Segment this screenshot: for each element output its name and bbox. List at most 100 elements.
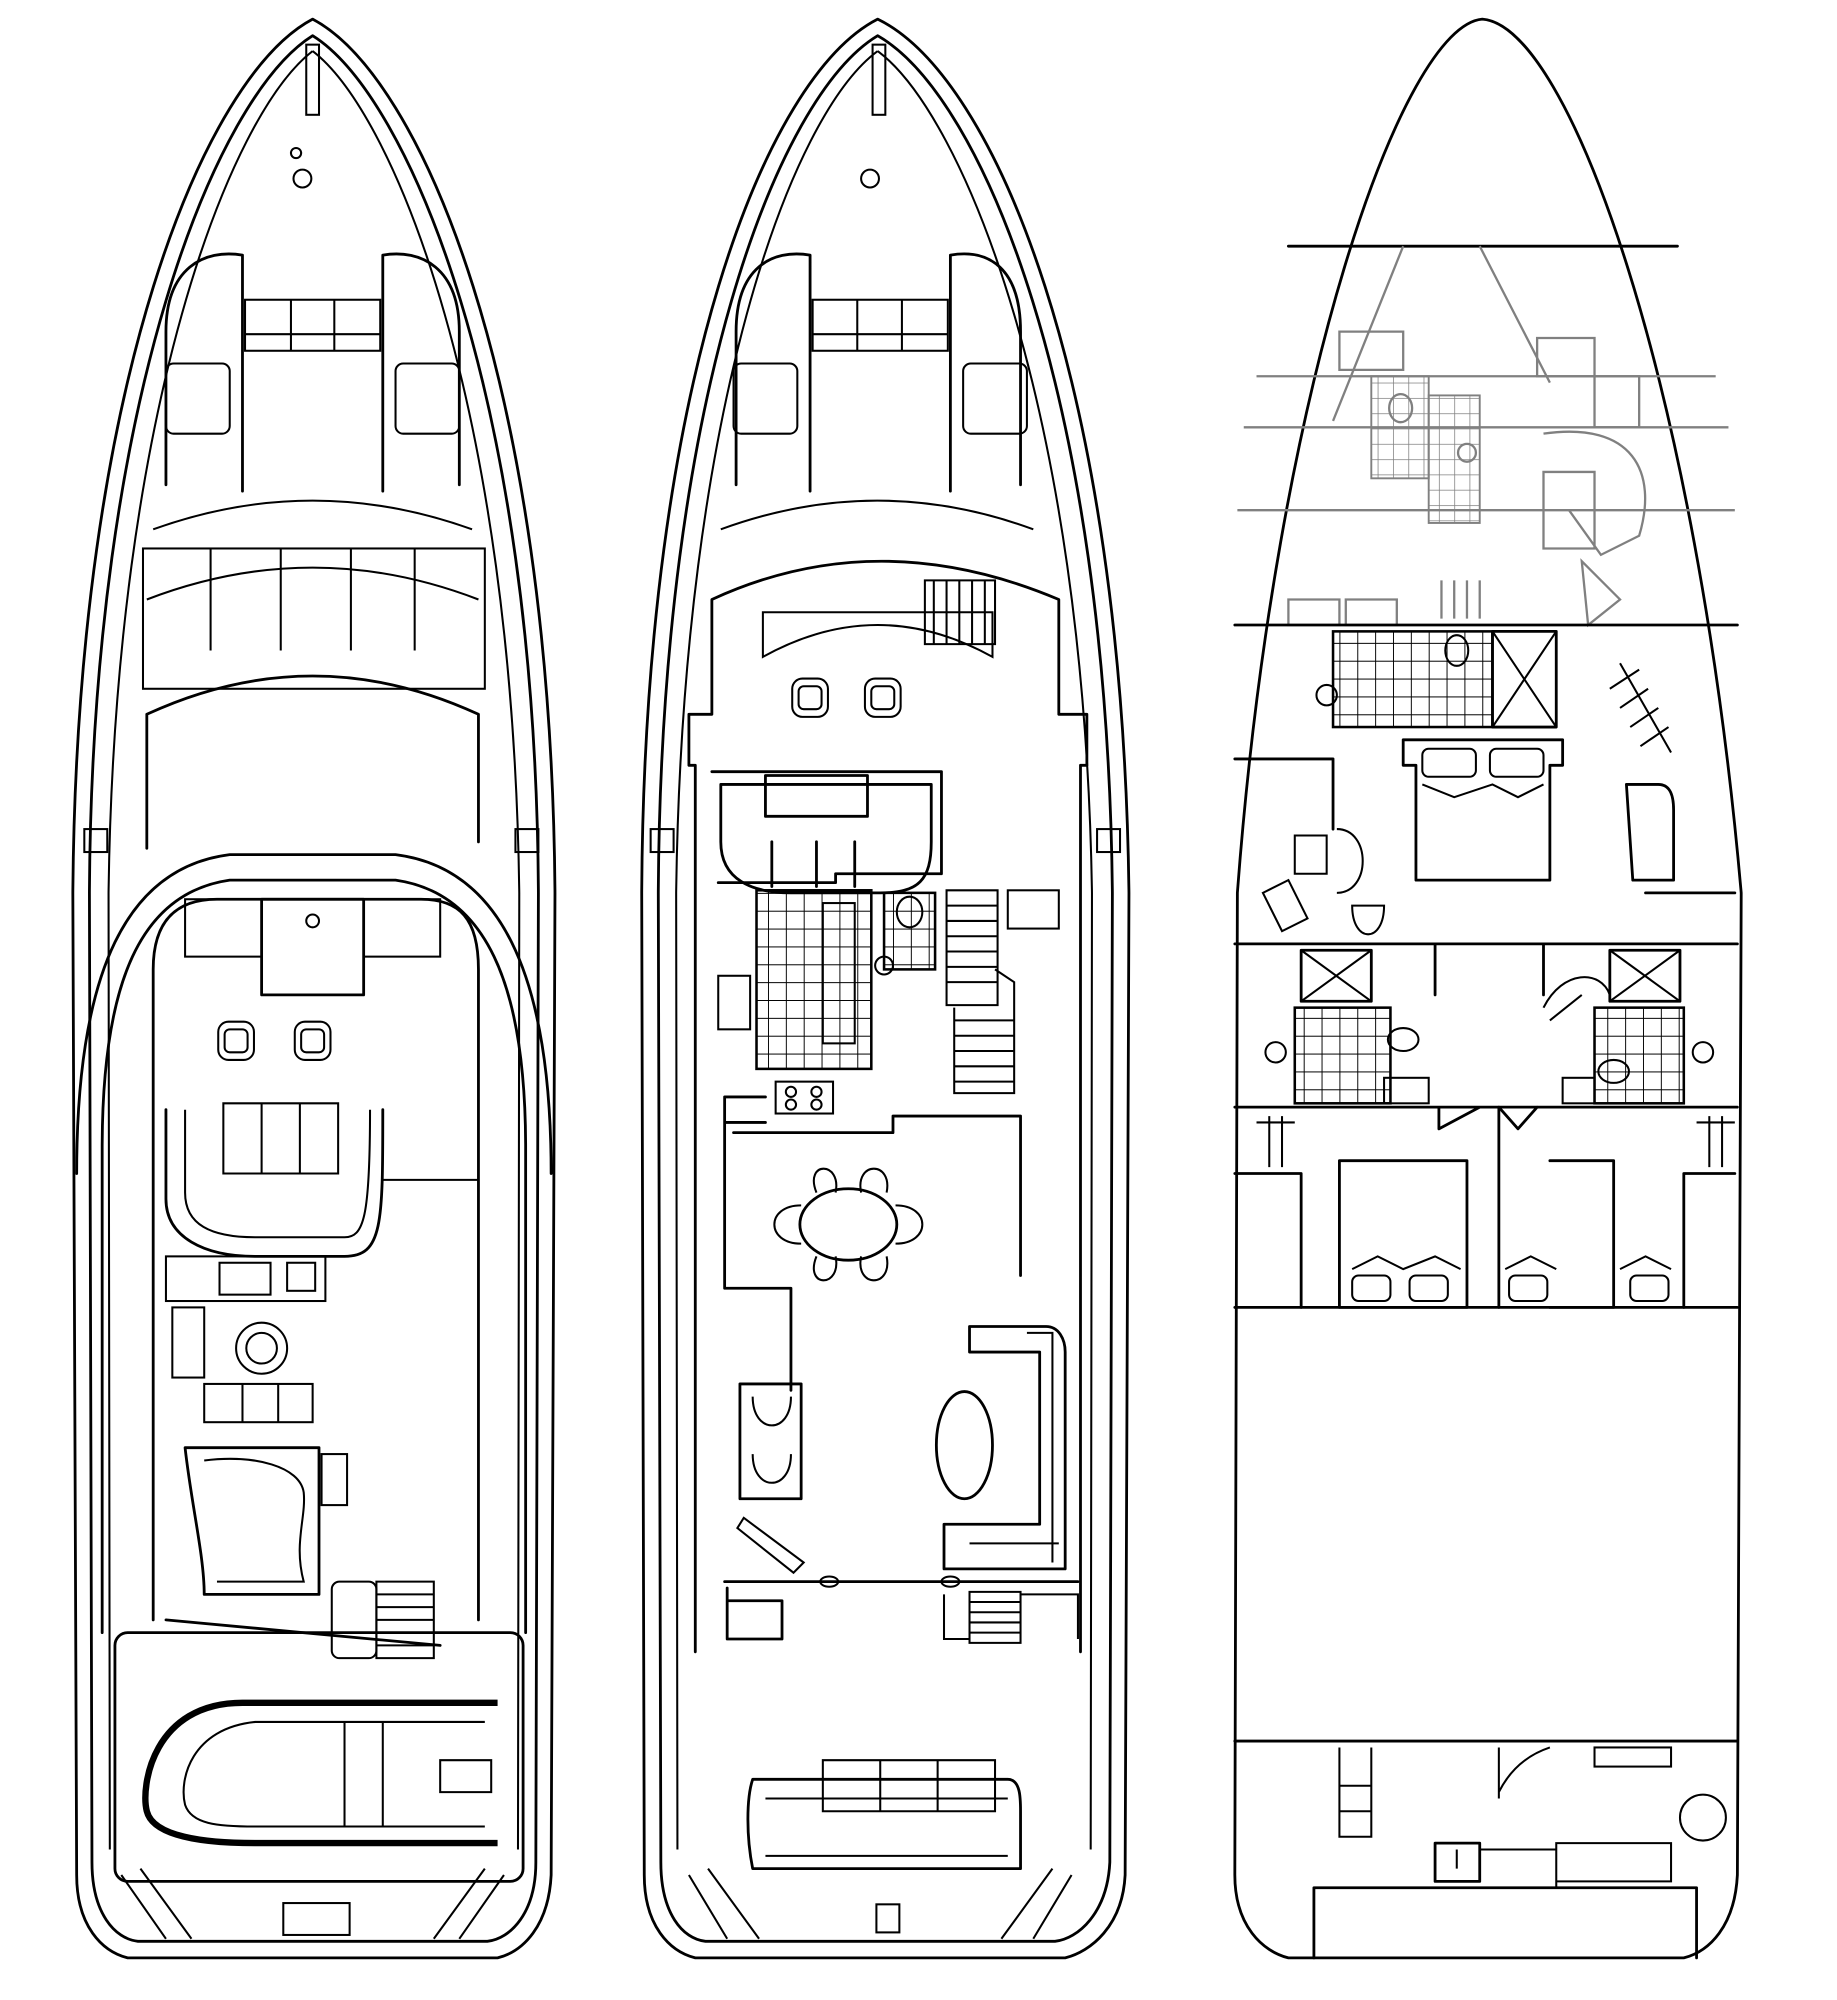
bar-sink <box>286 1261 317 1292</box>
sunpad-cushions <box>812 299 948 351</box>
pillow <box>1351 1274 1392 1303</box>
helm-wheel <box>305 913 321 929</box>
refrigerator <box>717 974 752 1031</box>
cockpit-settee <box>746 1777 1022 1871</box>
deck-edge <box>675 50 1093 1850</box>
aft-stairs <box>968 1590 1022 1644</box>
deck-fitting <box>292 168 313 189</box>
hatch <box>1678 1793 1727 1842</box>
sofa-cushions <box>969 1331 1059 1563</box>
arch-panels <box>209 548 416 651</box>
side-table <box>320 1453 349 1507</box>
bench <box>203 1382 314 1424</box>
hanging-lockers <box>1256 1116 1735 1168</box>
shelf <box>1593 1746 1673 1768</box>
guest-head-floor <box>1593 1006 1686 1105</box>
swim-platform-stairs <box>688 1868 1073 1940</box>
anchor-post <box>871 43 887 116</box>
foredeck-locker <box>164 362 231 435</box>
deck-fitting <box>860 168 880 189</box>
bedspread <box>1421 783 1544 799</box>
tender-inner <box>182 1720 485 1828</box>
toilet <box>1386 1027 1420 1053</box>
foredeck-locker <box>732 362 799 435</box>
radar-arch <box>141 547 486 690</box>
deck-edge <box>107 50 521 1850</box>
vanity-stool <box>1293 828 1364 894</box>
l-shaped-sofa <box>942 1325 1067 1571</box>
sink <box>1315 683 1338 707</box>
superstructure <box>687 559 1089 1654</box>
shower <box>1608 948 1682 1003</box>
door <box>940 1575 961 1588</box>
galley-island <box>821 902 856 1045</box>
shower-drain <box>1609 949 1681 1003</box>
armchair <box>1625 783 1676 882</box>
deck-fitting <box>289 146 303 160</box>
armchair-cushions <box>751 1396 792 1484</box>
aft-sunpad <box>183 1446 321 1596</box>
chairs <box>1261 878 1386 936</box>
sink <box>1264 1041 1287 1064</box>
master-bed <box>1401 738 1565 882</box>
shower-drain <box>1300 949 1372 1003</box>
flybridge-deck-plan <box>71 17 557 1960</box>
shower-drain <box>1491 630 1558 728</box>
pillow <box>1488 747 1545 778</box>
foredeck-sunpad <box>811 298 949 352</box>
bulkhead-window <box>514 828 540 854</box>
flybridge-enclosure <box>75 853 553 1635</box>
aft-seat <box>330 1580 378 1660</box>
cabin-walls <box>1233 757 1737 895</box>
cabin-walls <box>1233 1105 1737 1309</box>
shower <box>1491 629 1558 729</box>
bar-cooktop <box>218 1261 272 1296</box>
bulkhead-window <box>1096 828 1122 854</box>
bedspreads <box>1351 1255 1672 1271</box>
swim-platform-stairs <box>120 1868 505 1940</box>
foredeck-sunpad-frame <box>734 252 1022 493</box>
crew-sink <box>1433 1841 1482 1883</box>
tender-console <box>343 1721 493 1827</box>
pilothouse-settee <box>719 774 933 895</box>
bulkhead <box>1233 942 1739 997</box>
foredeck-sunpad <box>244 298 382 352</box>
pillow <box>1508 1274 1549 1303</box>
round-table <box>235 1321 289 1375</box>
toilet <box>1597 1058 1630 1084</box>
master-head-floor <box>1331 630 1494 729</box>
dining-floor-outline <box>732 1114 1022 1277</box>
door-swing <box>1497 1746 1551 1799</box>
foredeck-sunpad-frame <box>164 252 461 493</box>
hull-outline <box>1233 17 1743 1960</box>
pillow <box>1421 747 1477 778</box>
dining-table <box>798 1187 899 1262</box>
stern-hatch <box>875 1903 901 1934</box>
cockpit-cushions <box>765 1759 1008 1857</box>
stern-hatch <box>282 1902 351 1936</box>
helm-seat <box>791 677 829 718</box>
spiral-stairs <box>1542 976 1611 1022</box>
main-deck-plan <box>640 17 1131 1960</box>
stairs-landing <box>1006 889 1060 930</box>
helm-seat <box>217 1020 255 1061</box>
sideboard <box>736 1516 806 1575</box>
sink <box>1691 1041 1715 1064</box>
flybridge-inner <box>151 897 480 1622</box>
armchairs <box>738 1382 803 1501</box>
helm-seat <box>863 677 902 718</box>
salon-wall <box>723 1095 793 1392</box>
pilothouse-wall <box>710 770 943 885</box>
stairs <box>1609 662 1672 754</box>
galley-floor <box>755 889 873 1071</box>
sunpad-cushions <box>245 299 381 351</box>
sunpad-cushion <box>204 1457 306 1583</box>
crew-counter <box>1479 1842 1673 1889</box>
shower <box>1299 948 1373 1003</box>
foredeck-locker <box>962 362 1028 435</box>
bulkhead <box>1233 1105 1739 1131</box>
stairs-down <box>945 889 999 1007</box>
stool-row <box>171 1306 206 1379</box>
round-table-top <box>245 1331 278 1365</box>
